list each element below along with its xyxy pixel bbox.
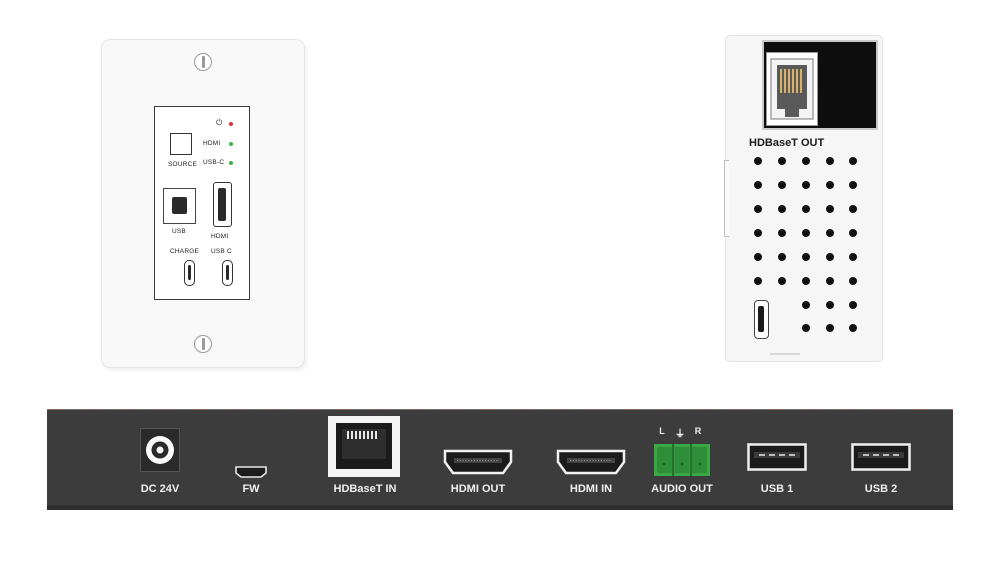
vent-hole	[802, 277, 810, 285]
ground-icon: ⏚	[675, 429, 685, 440]
vent-hole	[778, 229, 786, 237]
power-led	[229, 122, 233, 126]
vent-hole	[826, 157, 834, 165]
vent-hole	[754, 157, 762, 165]
dc-jack-icon	[146, 436, 174, 464]
vent-hole	[778, 253, 786, 261]
hdmi-in-label: HDMI IN	[569, 483, 613, 495]
hdmi-out-port[interactable]	[442, 448, 514, 476]
vent-hole	[778, 181, 786, 189]
rj45-jack-icon	[766, 52, 818, 126]
usbc-port[interactable]	[222, 260, 233, 286]
vent-hole	[778, 157, 786, 165]
usb-a-icon	[747, 443, 807, 471]
hdmi-label: HDMI	[211, 233, 229, 240]
hdbaset-out-label: HDBaseT OUT	[749, 137, 825, 149]
fw-micro-usb-port[interactable]	[234, 465, 268, 479]
panel-bottom-edge	[47, 505, 953, 510]
vent-hole	[849, 324, 857, 332]
vent-hole	[754, 277, 762, 285]
usbc-label: USB C	[211, 248, 232, 255]
vent-hole	[754, 205, 762, 213]
receiver-hdmi-port[interactable]	[754, 300, 769, 339]
vent-hole	[849, 205, 857, 213]
hdmi-out-label: HDMI OUT	[450, 483, 506, 495]
vent-grid	[754, 157, 864, 337]
audio-out-terminal[interactable]	[654, 444, 710, 476]
hdmi-port-icon	[556, 449, 626, 475]
audio-right-label: R	[694, 426, 702, 436]
vent-hole	[826, 181, 834, 189]
bottom-screw-icon	[194, 335, 212, 353]
power-icon: ⏻	[216, 118, 223, 127]
receiver-bottom-edge	[770, 353, 800, 355]
usbc-slot-icon	[188, 265, 191, 280]
vent-hole	[802, 181, 810, 189]
vent-hole	[778, 277, 786, 285]
vent-hole	[802, 205, 810, 213]
usb-b-port[interactable]	[163, 188, 196, 224]
hdmi-port-vertical[interactable]	[213, 182, 232, 227]
vent-hole	[802, 253, 810, 261]
vent-hole	[778, 205, 786, 213]
micro-usb-icon	[235, 466, 267, 478]
hdmi-led-label: HDMI	[203, 140, 221, 147]
hdmi-port-icon	[443, 449, 513, 475]
usbc-led-label: USB-C	[203, 159, 225, 166]
usb-a-icon	[851, 443, 911, 471]
vent-hole	[754, 181, 762, 189]
source-label: SOURCE	[168, 161, 198, 168]
usb-1-label: USB 1	[760, 483, 794, 495]
charge-label: CHARGE	[170, 248, 200, 255]
hdmi-in-port[interactable]	[555, 448, 627, 476]
vent-hole	[802, 229, 810, 237]
vent-hole	[754, 229, 762, 237]
fw-label: FW	[242, 483, 260, 495]
usb-2-port[interactable]	[851, 443, 911, 471]
vent-hole	[802, 157, 810, 165]
hdbaset-in-label: HDBaseT IN	[333, 483, 397, 495]
hdmi-port-icon	[218, 188, 226, 221]
vent-hole	[849, 253, 857, 261]
audio-left-label: L	[659, 426, 665, 436]
top-screw-icon	[194, 53, 212, 71]
usbc-led	[229, 161, 233, 165]
hdbaset-out-port[interactable]	[762, 40, 878, 130]
vent-hole	[826, 253, 834, 261]
vent-hole	[849, 157, 857, 165]
usbc-slot-icon	[226, 265, 229, 280]
dc-power-jack[interactable]	[140, 428, 180, 472]
vent-hole	[849, 301, 857, 309]
vent-hole	[826, 301, 834, 309]
usb-1-port[interactable]	[747, 443, 807, 471]
hdbaset-in-port[interactable]	[328, 416, 400, 477]
rj45-jack-icon	[336, 423, 392, 469]
vent-hole	[826, 324, 834, 332]
usb-b-port-icon	[172, 197, 187, 214]
vent-hole	[849, 181, 857, 189]
usb-label: USB	[172, 228, 186, 235]
vent-hole	[754, 253, 762, 261]
vent-hole	[849, 277, 857, 285]
hdmi-port-icon	[758, 306, 764, 332]
audio-out-label: AUDIO OUT	[651, 483, 713, 495]
terminal-block-icon	[654, 444, 710, 476]
charge-usbc-port[interactable]	[184, 260, 195, 286]
vent-hole	[802, 301, 810, 309]
hdmi-led	[229, 142, 233, 146]
usb-2-label: USB 2	[864, 483, 898, 495]
source-button[interactable]	[170, 133, 192, 155]
vent-hole	[802, 324, 810, 332]
vent-hole	[826, 229, 834, 237]
vent-hole	[826, 277, 834, 285]
receiver-side-tab	[724, 160, 729, 237]
vent-hole	[826, 205, 834, 213]
vent-hole	[849, 229, 857, 237]
dc-24v-label: DC 24V	[140, 483, 180, 495]
